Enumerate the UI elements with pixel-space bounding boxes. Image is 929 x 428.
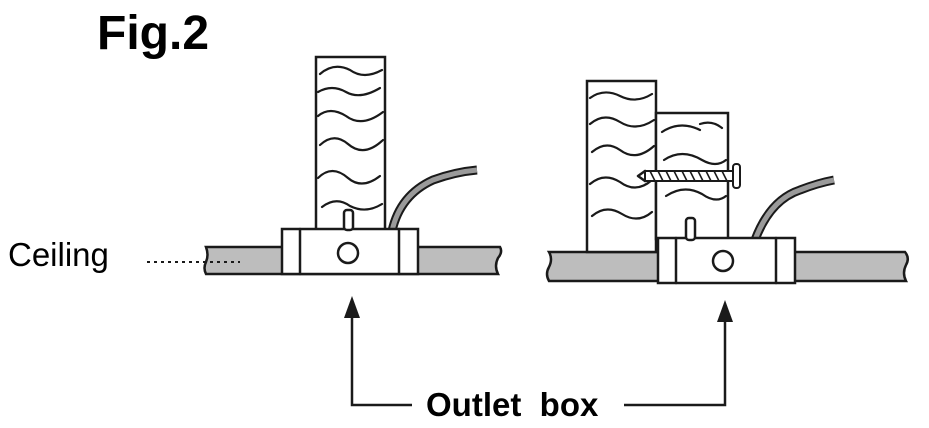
left-wood-joist: [314, 55, 387, 233]
left-outlet-box: [280, 227, 420, 276]
left-knockout-hole: [336, 241, 360, 265]
right-mount-tab: [684, 216, 697, 242]
right-wire-outline: [750, 175, 835, 242]
right-arrow-line: [624, 320, 727, 407]
right-outlet-box: [656, 236, 797, 285]
left-assembly: [147, 55, 503, 276]
left-arrowhead: [344, 296, 360, 318]
left-wire: [389, 167, 478, 232]
right-arrowhead: [717, 300, 733, 322]
right-assembly: [545, 79, 909, 285]
screw: [636, 163, 741, 189]
figure-title: Fig.2: [97, 7, 210, 60]
left-mount-tab: [342, 208, 355, 232]
right-wood-joist: [585, 79, 658, 254]
outlet-box-label: Outlet box: [426, 386, 598, 424]
outlet-box-arrows: [344, 296, 733, 407]
right-wire: [752, 177, 835, 241]
outlet-box-label-text: Outlet box: [426, 386, 599, 423]
left-arrow-line: [350, 316, 412, 407]
right-knockout-hole: [711, 249, 735, 273]
ceiling-label: Ceiling: [8, 236, 109, 273]
